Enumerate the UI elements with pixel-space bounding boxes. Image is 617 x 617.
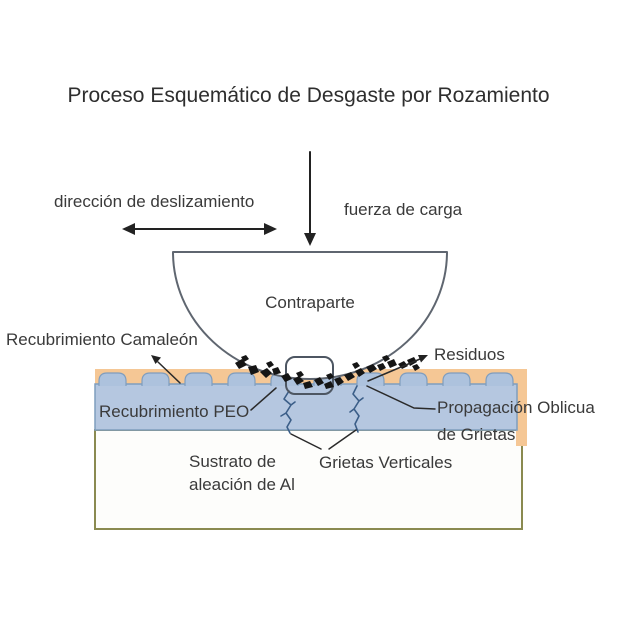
oblique-crack-pointer-line [366, 385, 436, 410]
surface-bump [399, 372, 428, 387]
substrate-label-line1: Sustrato de [189, 452, 276, 471]
surface-bump [227, 372, 256, 387]
chameleon-coating-label: Recubrimiento Camaleón [6, 330, 198, 349]
debris-pointer-arrow [367, 355, 428, 382]
peo-coating-label: Recubrimiento PEO [99, 402, 250, 421]
chameleon-pointer-arrow [151, 355, 181, 384]
vertical-crack-left [280, 390, 296, 434]
debris-label: Residuos [434, 345, 505, 364]
load-force-label: fuerza de carga [344, 200, 463, 219]
substrate-label-line2: aleación de Al [189, 475, 295, 494]
vertical-cracks-pointer-lines [290, 429, 357, 450]
diagram-title: Proceso Esquemático de Desgaste por Roza… [67, 84, 550, 107]
surface-bump [485, 372, 514, 387]
counterpart-label: Contraparte [265, 293, 355, 312]
surface-bump [184, 372, 213, 387]
sliding-direction-label: dirección de deslizamiento [54, 192, 255, 211]
oblique-crack-label-line2: de Grietas [437, 425, 516, 444]
load-force-arrow [304, 151, 316, 246]
al-substrate-box [94, 429, 523, 530]
oblique-crack-label-line1: Propagación Oblicua [437, 398, 595, 417]
sliding-direction-arrow [122, 223, 277, 235]
chameleon-layer-right-edge [516, 369, 527, 446]
vertical-crack-right [349, 385, 364, 433]
counterpart-ball [172, 251, 448, 380]
surface-bump [141, 372, 170, 387]
surface-bump [98, 372, 127, 387]
vertical-cracks-label: Grietas Verticales [319, 453, 453, 472]
surface-bump [442, 372, 471, 387]
peo-pointer-line [250, 387, 277, 411]
